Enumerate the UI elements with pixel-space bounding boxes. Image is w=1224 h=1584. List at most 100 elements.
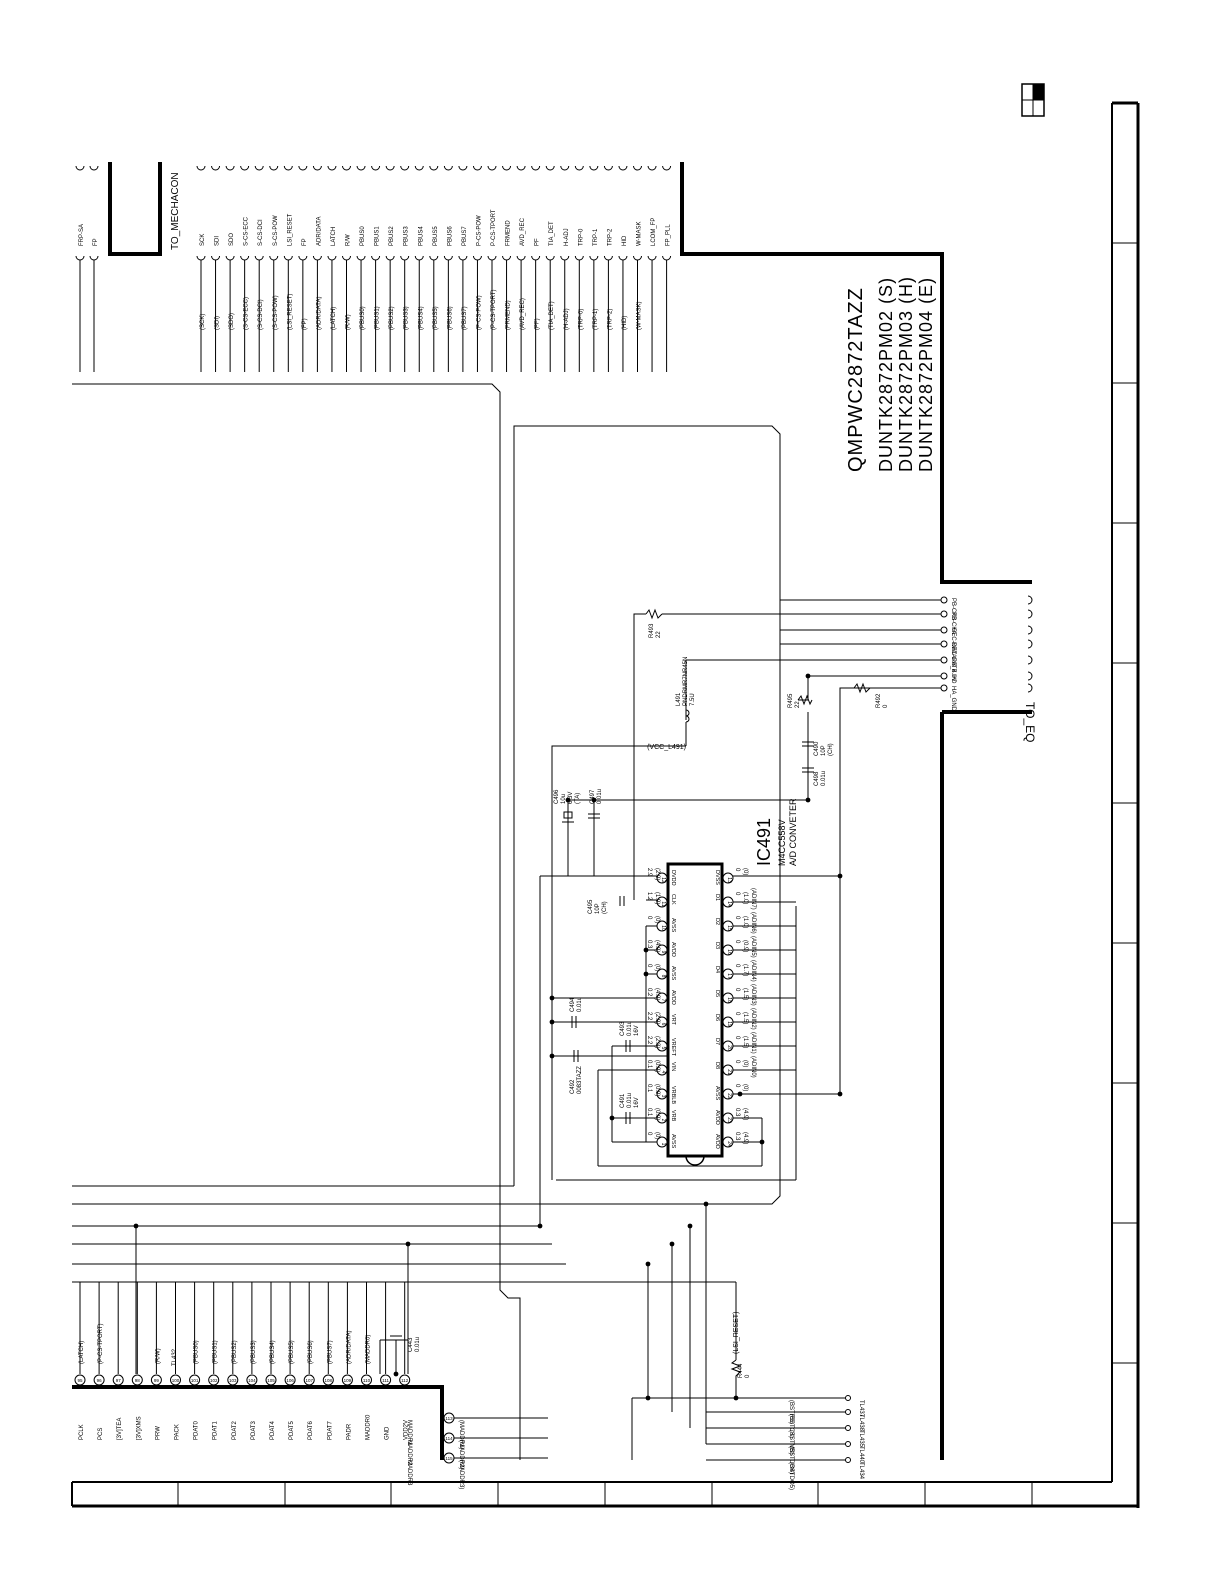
lower-ic-pin-num: 104: [248, 1378, 256, 1383]
mechacon-net: (PF): [535, 318, 541, 330]
ic491-pin-v2: (1.7): [742, 964, 748, 976]
lower-ic-pin-name: PDAT4: [270, 1420, 276, 1440]
lower-ic-pin-num: 108: [325, 1378, 333, 1383]
lower-ic-pin-net: (PBUS5): [289, 1340, 295, 1364]
mechacon-pin-tia_det: TIA_DET: [549, 221, 555, 246]
ic491-pin-v: 2.2: [646, 1036, 652, 1045]
lower-ic-pin-net: (PBUS4): [270, 1340, 276, 1364]
ic491-pin-name: D7: [714, 1038, 720, 1045]
test-point-ref: TL438: [858, 1414, 864, 1432]
mechacon-pin-latch: LATCH: [331, 227, 337, 246]
r492-ref: R492: [876, 693, 882, 708]
c492-ref: C492: [570, 1079, 576, 1094]
lower-ic-pin-name: PADR: [346, 1423, 352, 1440]
mechacon-net: (P-CS-POW): [476, 295, 482, 330]
lower-ic-pin-num: 109: [344, 1378, 352, 1383]
mechacon-pin-sck: SCK: [200, 234, 206, 246]
lower-ic-pin-net: (PBUS2): [232, 1340, 238, 1364]
ic491-pin-num: 4: [660, 1071, 666, 1074]
mechacon-net: (P-CS-TPORT): [491, 289, 497, 330]
mechacon-pin-labels: SCK(SCK)SDI(SDI)SDO(SDO)S-CS-ECC(S-CS-EC…: [196, 165, 672, 330]
ic491-pin-v2: (0): [654, 1132, 660, 1139]
c496-val3: (TA): [575, 793, 581, 804]
board-variant-2: DUNTK2872PM03 (H): [896, 276, 916, 472]
l491-ref: L491: [676, 692, 682, 706]
ic491-pin-v: 0.1: [646, 1108, 652, 1117]
lower-ic-pin-num: 102: [210, 1378, 218, 1383]
eq-pin: REC-DATA: [950, 628, 956, 658]
lower-ic-pin-num: 105: [267, 1378, 275, 1383]
r492-val: 0: [883, 704, 889, 708]
lower-ic-pin-num: 98: [135, 1378, 141, 1383]
maddr-pin-num: 113: [445, 1416, 453, 1421]
l491-part: PNDRMR7NR45N: [683, 657, 689, 706]
mechacon-pin-pbus0: PBUS0: [360, 226, 366, 246]
mechacon-pin-s-cs-dci: S-CS-DCI: [258, 219, 264, 246]
lower-ic-pin-num: 96: [97, 1378, 103, 1383]
lower-ic-pin-num: 103: [229, 1378, 237, 1383]
r493-val: 22: [656, 631, 662, 638]
ic491-pin-v: 0: [734, 1060, 740, 1064]
ic491-pin-name: AVSS: [670, 918, 676, 933]
ic491-adin-net: (ADIN1): [750, 1032, 756, 1054]
ic491-adin-net: (ADIN6): [750, 912, 756, 934]
lower-ic-pin-name: GND: [385, 1426, 391, 1440]
ic491-pin-v: 0: [734, 1012, 740, 1016]
ic491-pin-v: 0: [734, 964, 740, 968]
mechacon-pin-frmend: FRMEND: [506, 220, 512, 246]
ic491-pin-name: VRBLB: [670, 1086, 676, 1104]
ic491-pin-num: 17: [726, 973, 732, 979]
ic491-pin-v: 0.3: [734, 1108, 740, 1117]
ic491-pin-num: 9: [660, 951, 666, 954]
ic491-adin-net: (ADIN5): [750, 936, 756, 958]
ic491-pin-v2: (0): [742, 868, 748, 875]
lower-ic-pin-name: PRW: [155, 1426, 161, 1440]
ic491-pin-num: 3: [660, 1095, 666, 1098]
ic491-pin-v2: (4.9): [654, 988, 660, 1000]
ic491-pin-num: 2: [660, 1119, 666, 1122]
eq-title: TO_EQ: [1023, 702, 1037, 742]
mechacon-net: (LSI_RESET): [287, 294, 293, 330]
ic491-pin-v2: (2.3): [654, 1036, 660, 1048]
ic491-pin-num: 1: [660, 1143, 666, 1146]
c495-val: 10P: [595, 903, 601, 914]
mechacon-net: (R/W): [346, 314, 352, 330]
board-variant-1: DUNTK2872PM02 (S): [876, 277, 896, 472]
lower-ic-pin-num: 97: [116, 1378, 122, 1383]
mechacon-net: (ADR/DATA): [316, 297, 322, 330]
ic491-pin-v2: (1.0): [742, 916, 748, 928]
test-point-ref: TL435: [858, 1430, 864, 1448]
c495-val2: (CH): [602, 901, 608, 914]
mechacon-net: (PBUS5): [433, 306, 439, 330]
lower-ic-pin-name: PDAT6: [308, 1420, 314, 1440]
topleft-pin: FRP-SA: [79, 224, 85, 246]
ic491-pin-v2: (1.9): [654, 892, 660, 904]
c496-val: 10u: [561, 794, 567, 804]
c497-val: 0.01u: [597, 789, 603, 804]
c495-ref: C495: [588, 899, 594, 914]
ic491-pin-v: 0.1: [646, 1084, 652, 1093]
ic491-pin-v2: (2.9): [654, 868, 660, 880]
mechacon-pin-avd_rec: AVD_REC: [520, 217, 526, 246]
ic491-pin-v: 0: [734, 988, 740, 992]
ic491-pin-name: VREFT: [670, 1038, 676, 1057]
maddr-pin-name: MADDR1: [406, 1420, 412, 1446]
lower-ic-pins: 95PCLK(LATCH)96PCS(P-CS-TPORT)97[3V]TEA9…: [74, 1282, 411, 1440]
ic491-pin-v2: (2.9): [654, 1012, 660, 1024]
ic491-pin-v2: (0.9): [654, 1084, 660, 1096]
ic491-pin-v: 0: [646, 916, 652, 920]
eq-pin-labels: PB-CKBPB-CKAREC-DATAREC-GATEPB_4.9VI+DHA…: [940, 595, 1033, 712]
mechacon-pin-trp-0: TRP-0: [578, 228, 584, 246]
c493-ref: C493: [620, 1021, 626, 1036]
ic491-pin-num: 13: [726, 877, 732, 883]
mechacon-net: (SDO): [229, 313, 235, 330]
lower-ic-pin-name: PCS: [98, 1428, 104, 1440]
lower-ic-pin-name: VDD2V: [404, 1420, 410, 1440]
lower-ic-pin-name: PCLK: [79, 1424, 85, 1440]
mechacon-net: (TRP-1): [593, 309, 599, 330]
lower-ic-pin-num: 107: [305, 1378, 313, 1383]
c490-ref: C490: [814, 741, 820, 756]
